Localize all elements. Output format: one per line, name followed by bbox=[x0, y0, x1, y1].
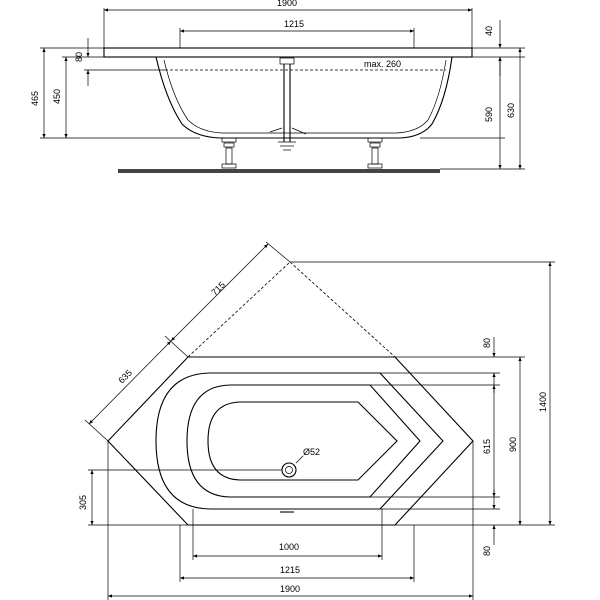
basin-middle bbox=[186, 384, 421, 498]
dim-side-80: 80 bbox=[74, 52, 84, 62]
dim-plan-1000: 1000 bbox=[279, 542, 299, 552]
dim-side-590: 590 bbox=[484, 107, 494, 122]
drain-pipe bbox=[269, 57, 307, 151]
dim-plan-1215: 1215 bbox=[280, 565, 300, 575]
dim-side-630: 630 bbox=[506, 103, 516, 118]
left-foot bbox=[221, 137, 237, 169]
side-view: max. 260 1900 bbox=[30, 0, 525, 173]
dim-side-1215: 1215 bbox=[284, 19, 304, 29]
dim-side-1900: 1900 bbox=[277, 0, 297, 8]
drain-hole bbox=[281, 462, 297, 478]
dim-plan-900: 900 bbox=[508, 437, 518, 452]
dim-side-40: 40 bbox=[484, 26, 494, 36]
tub-body-outline bbox=[155, 56, 453, 139]
dim-side-465: 465 bbox=[30, 91, 40, 106]
dim-plan-615: 615 bbox=[482, 439, 492, 454]
dim-plan-1400: 1400 bbox=[538, 392, 548, 412]
tub-hexagon-outline bbox=[107, 356, 474, 526]
dim-plan-635: 635 bbox=[116, 368, 134, 386]
dim-side-450: 450 bbox=[52, 89, 62, 104]
tub-inner-outline bbox=[163, 59, 447, 134]
dim-plan-715: 715 bbox=[209, 280, 227, 298]
tub-rim bbox=[103, 47, 473, 58]
basin-outer bbox=[155, 372, 444, 510]
max-water-label: max. 260 bbox=[364, 59, 401, 69]
dim-plan-1900: 1900 bbox=[280, 584, 300, 594]
dim-drain: Ø52 bbox=[303, 447, 320, 457]
dim-plan-80-top: 80 bbox=[482, 338, 492, 348]
plan-view: Ø52 715 635 1400 900 615 80 80 305 bbox=[78, 241, 555, 600]
dim-plan-305: 305 bbox=[78, 495, 88, 510]
basin-bottom bbox=[207, 401, 398, 481]
dim-plan-80-bottom: 80 bbox=[482, 546, 492, 556]
right-foot bbox=[367, 137, 383, 169]
floor-line bbox=[118, 169, 440, 173]
